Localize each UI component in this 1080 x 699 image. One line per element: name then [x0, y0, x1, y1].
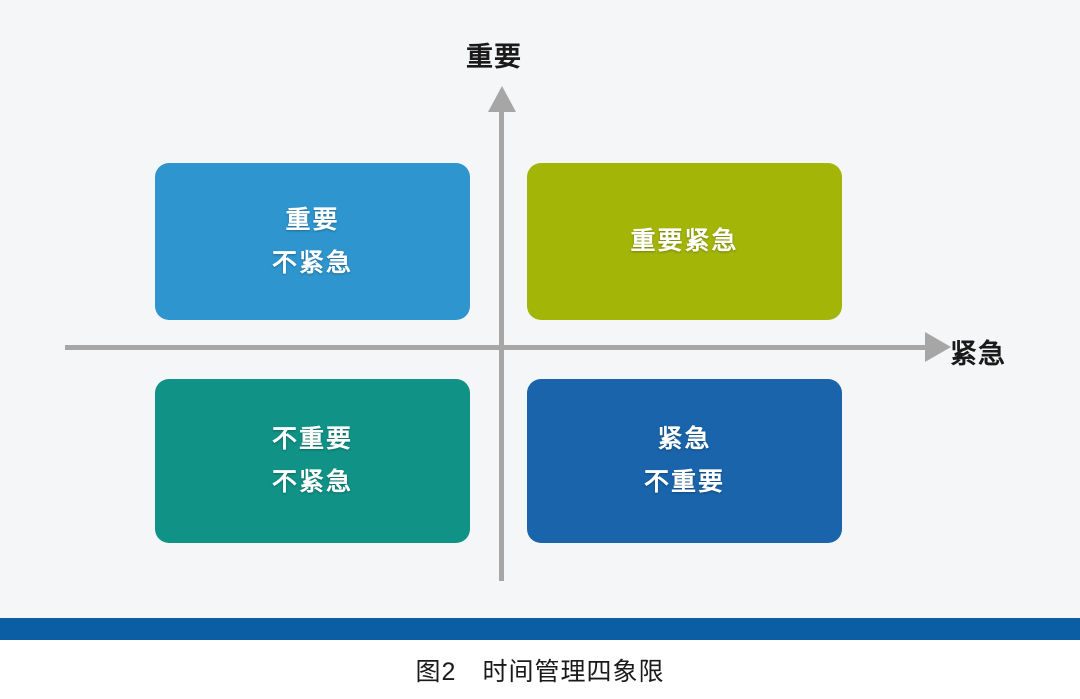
- vertical-axis-label: 重要: [466, 42, 522, 72]
- quadrant-label-line: 重要紧急: [630, 227, 739, 255]
- quadrant-not-important-not-urgent: 不重要 不紧急: [155, 379, 480, 543]
- caption-area: 图2 时间管理四象限: [0, 640, 1080, 699]
- quadrant-label-line: 不重要: [643, 468, 725, 496]
- quadrant-label-line: 不紧急: [271, 248, 353, 277]
- quadrant-urgent-not-important: 紧急 不重要: [527, 379, 852, 543]
- quadrant-important-urgent: 重要紧急: [527, 163, 852, 320]
- vertical-axis-line: [499, 108, 504, 581]
- quadrant-label-line: 不重要: [271, 425, 353, 453]
- quadrant-label-line: 紧急: [657, 425, 712, 453]
- horizontal-axis-label: 紧急: [950, 339, 1006, 369]
- bottom-accent-bar: [0, 618, 1080, 640]
- quadrant-label-line: 不紧急: [271, 468, 353, 496]
- figure-caption: 图2 时间管理四象限: [415, 657, 665, 686]
- horizontal-axis-arrow-icon: [925, 332, 951, 362]
- vertical-axis-arrow-icon: [488, 86, 516, 112]
- horizontal-axis-line: [65, 345, 930, 350]
- quadrant-label-line: 重要: [285, 205, 340, 234]
- quadrant-important-not-urgent: 重要 不紧急: [155, 163, 480, 320]
